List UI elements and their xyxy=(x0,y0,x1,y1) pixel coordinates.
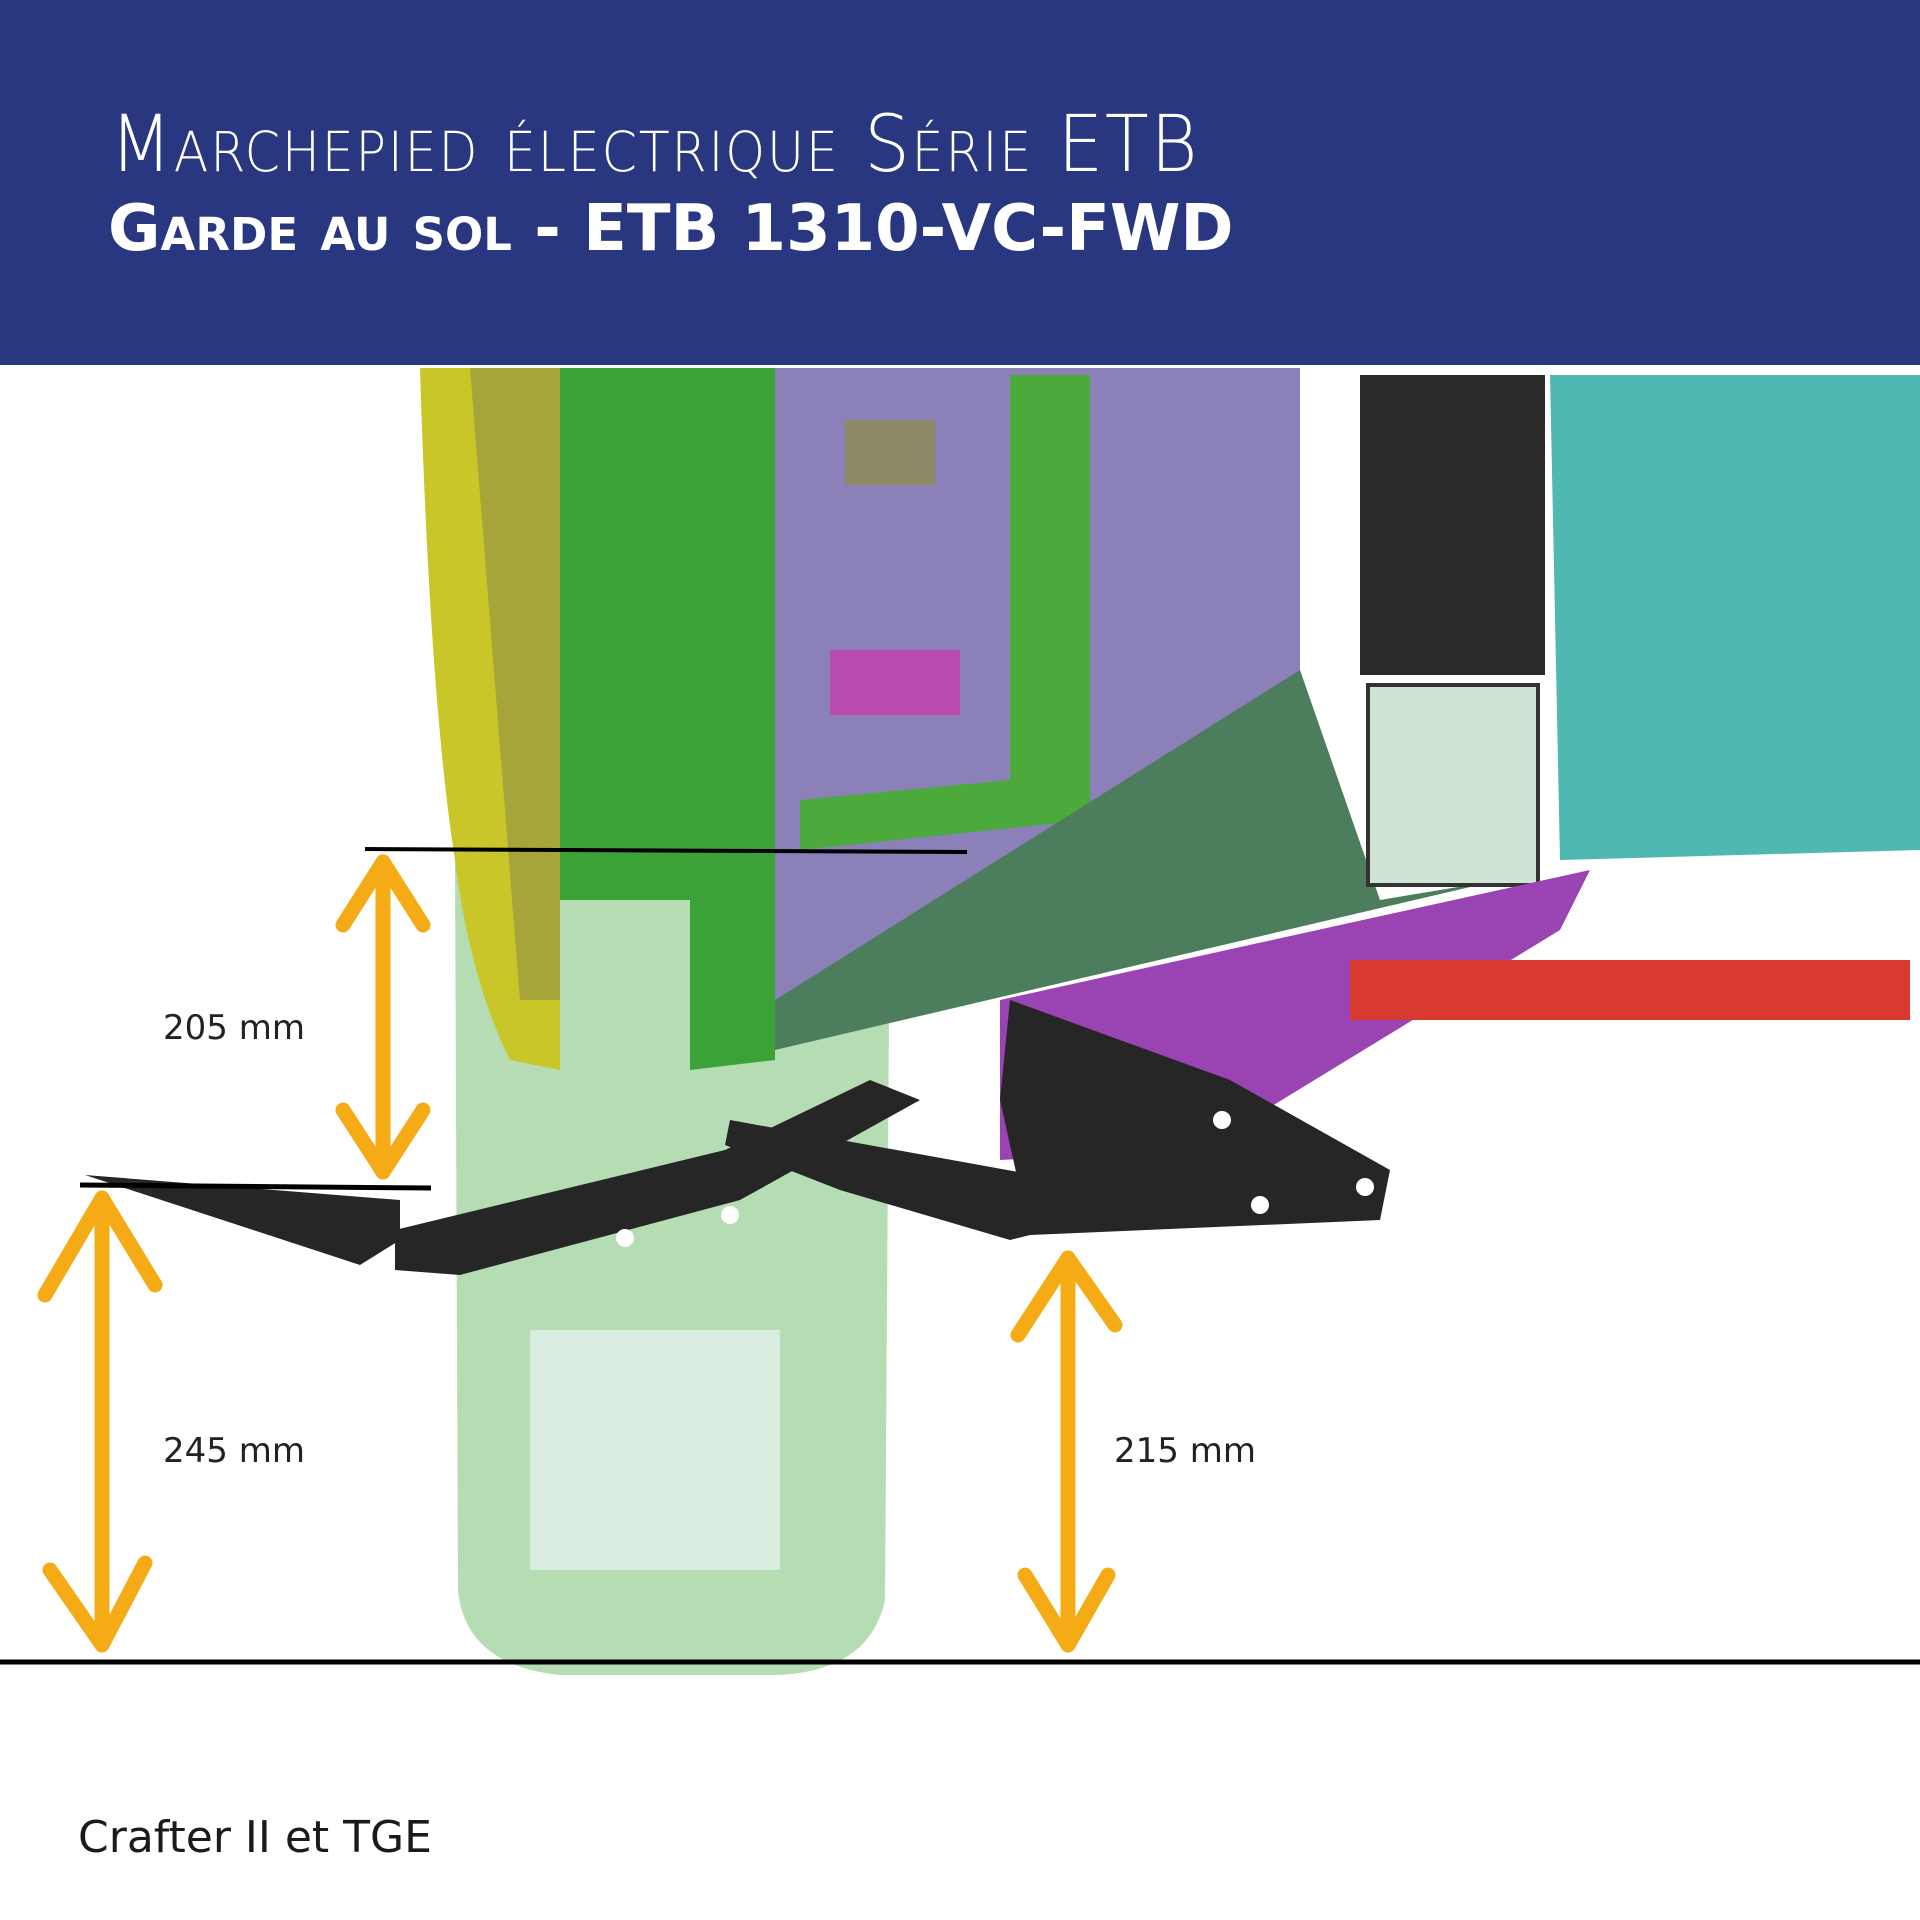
battery-box xyxy=(1360,375,1545,675)
frame-beam xyxy=(1350,960,1910,1020)
step-reference-line xyxy=(79,1182,432,1191)
dimension-arrow-245 xyxy=(37,1190,163,1653)
dimension-arrow-205 xyxy=(335,854,431,1180)
dimension-arrow-215 xyxy=(1010,1250,1123,1653)
green-panel xyxy=(560,368,775,1070)
tire-highlight xyxy=(530,1330,780,1570)
dimension-label-245: 245 mm xyxy=(163,1431,305,1471)
page-title: Marchepied électrique Série ETB xyxy=(110,100,1200,190)
sill-panel xyxy=(775,670,1500,1050)
header-banner: Marchepied électrique Série ETB Garde au… xyxy=(0,0,1920,365)
floor-panel xyxy=(1550,375,1920,860)
step-front-tread xyxy=(85,1175,400,1265)
step-rear-tread xyxy=(725,1120,1035,1240)
sill-reference-line xyxy=(364,847,968,854)
step-arm xyxy=(395,1080,920,1275)
step-linkage xyxy=(1000,1000,1390,1235)
vehicle-caption: Crafter II et TGE xyxy=(78,1812,432,1863)
dimension-label-215: 215 mm xyxy=(1114,1431,1256,1471)
page-subtitle: Garde au sol - ETB 1310-VC-FWD xyxy=(108,192,1234,266)
dimension-label-205: 205 mm xyxy=(163,1008,305,1048)
pivot-holes xyxy=(616,1111,1374,1247)
